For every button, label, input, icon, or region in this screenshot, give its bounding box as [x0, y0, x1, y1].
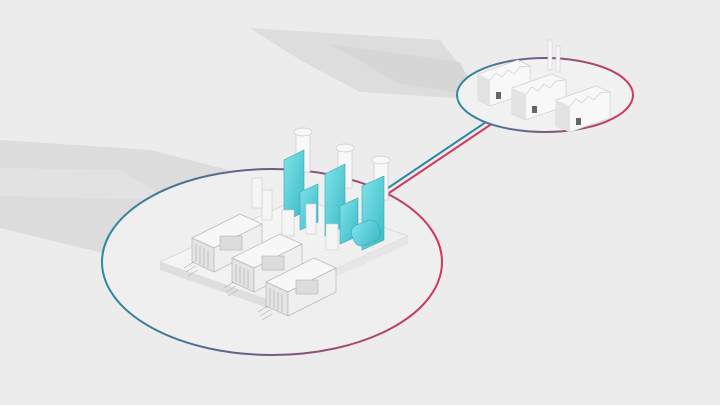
power-plant-icon [158, 127, 410, 321]
turbine-exhaust-highlight [283, 149, 385, 251]
factory-icon [477, 39, 611, 133]
